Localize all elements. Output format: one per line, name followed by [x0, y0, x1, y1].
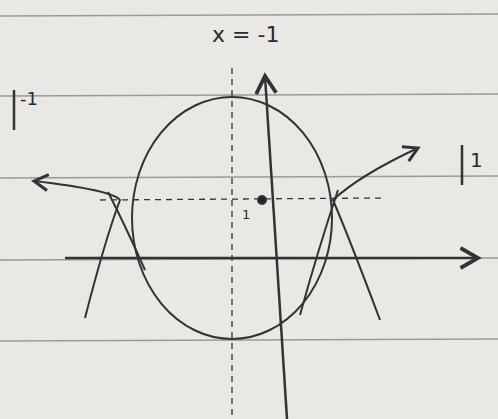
dashed-axis	[231, 68, 232, 419]
x-axis	[65, 257, 478, 260]
sketch-label: x = -1	[212, 24, 279, 46]
ruled-lines	[0, 14, 498, 341]
left-curve	[34, 181, 120, 318]
sketch-label: 1	[242, 208, 250, 221]
right-curve	[333, 148, 418, 320]
right-curve	[300, 190, 338, 315]
dashed-line	[100, 198, 385, 200]
sketch-label: -1	[20, 90, 38, 108]
bar-marks	[14, 90, 462, 185]
vertical-line	[265, 76, 287, 419]
sketch-label: 1	[470, 150, 483, 170]
point	[258, 196, 266, 204]
ellipse	[132, 97, 332, 339]
left-curve	[108, 192, 145, 270]
